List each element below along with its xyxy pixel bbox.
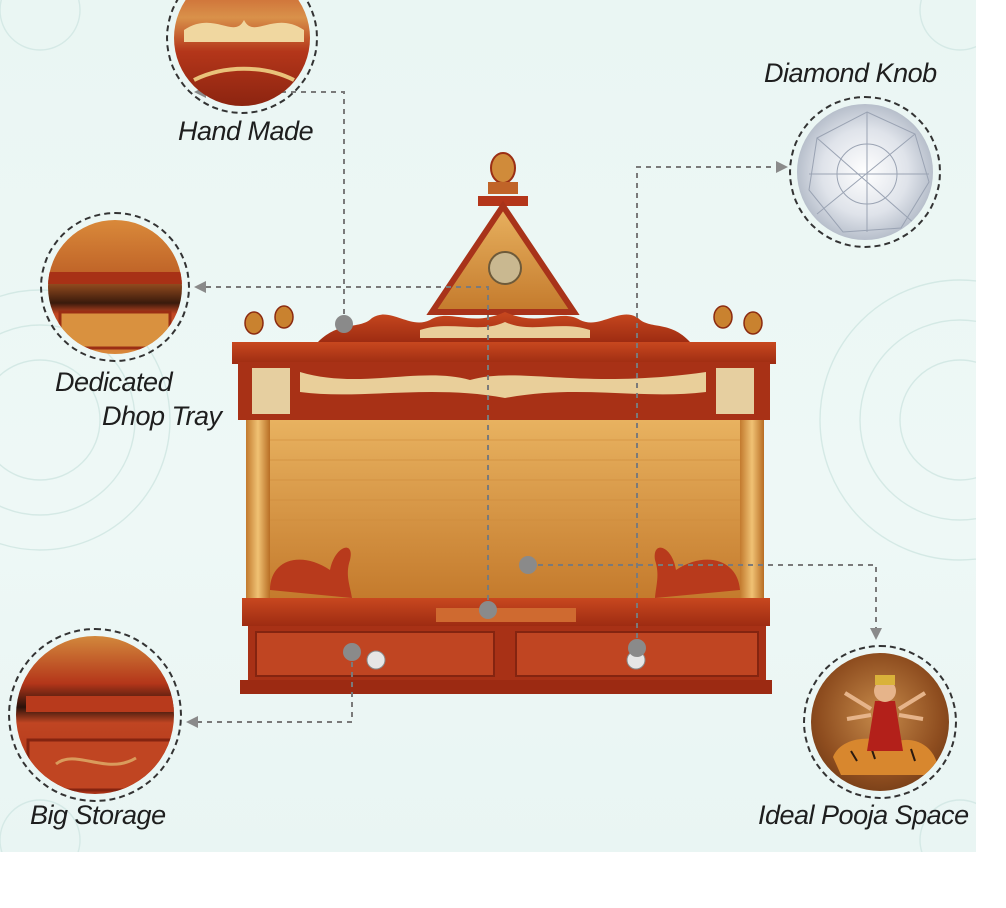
storage-drawer-image (26, 696, 174, 792)
diamond-knob-label: Diamond Knob (764, 58, 937, 88)
hand-made-carving-image (184, 20, 304, 82)
big-storage-label: Big Storage (30, 800, 166, 830)
product-infographic: Hand Made Diamond Knob Dedicated Dhop Tr… (0, 0, 976, 852)
wooden-temple-illustration (232, 152, 776, 694)
dhop-tray-detail-circle (40, 212, 190, 362)
pooja-space-detail-circle (803, 645, 957, 799)
diamond-knob-circle (789, 96, 941, 248)
hand-made-label: Hand Made (178, 116, 314, 146)
ideal-pooja-space-label: Ideal Pooja Space (758, 800, 969, 830)
dhop-tray-image (48, 272, 182, 350)
mandala-background (0, 0, 976, 852)
diamond-image (808, 111, 930, 233)
callout-lines (186, 86, 882, 728)
deity-idol-image (833, 675, 937, 775)
dedicated-label-line1: Dedicated (55, 367, 173, 397)
big-storage-detail-circle (8, 628, 182, 802)
dedicated-label-line2: Dhop Tray (102, 401, 222, 431)
